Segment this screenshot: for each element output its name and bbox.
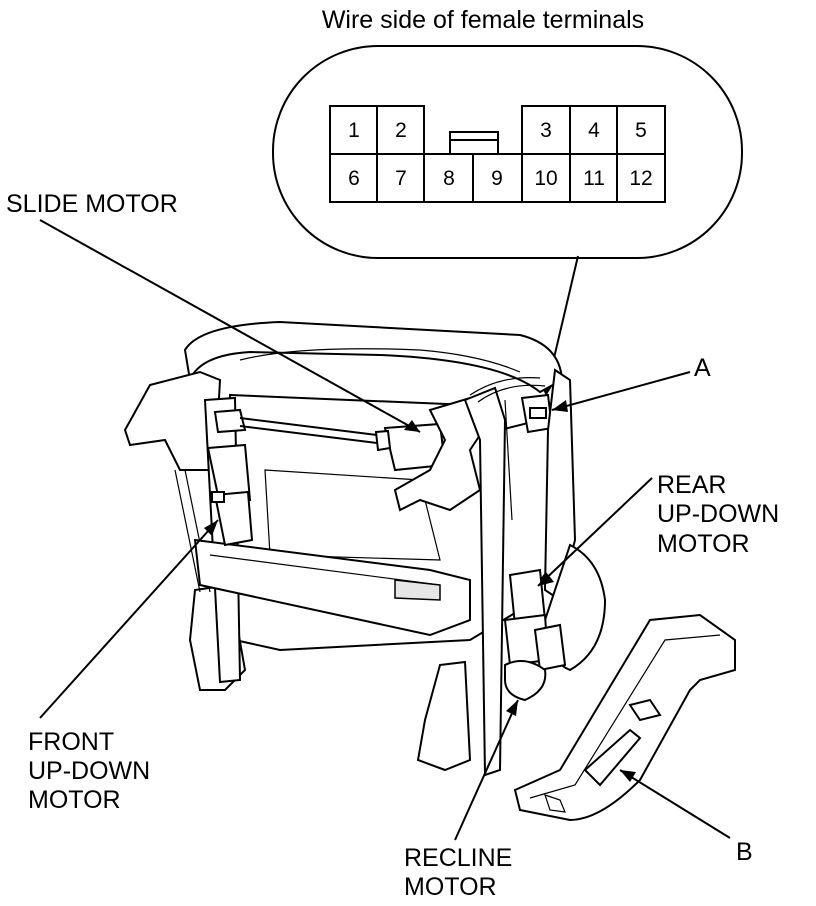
label-recline-line2: MOTOR xyxy=(404,873,497,901)
pin-1: 1 xyxy=(348,119,360,142)
label-front-line3: MOTOR xyxy=(28,786,121,814)
leader-recline-motor xyxy=(454,699,519,841)
arrowhead-a xyxy=(552,400,568,412)
label-a: A xyxy=(694,354,711,382)
arrowhead-rear-motor xyxy=(538,572,554,586)
pin-6: 6 xyxy=(348,167,360,190)
arrowhead-b xyxy=(620,770,636,782)
leader-b xyxy=(619,769,731,839)
pin-7: 7 xyxy=(395,167,407,190)
label-rear-line3: MOTOR xyxy=(657,530,750,558)
pin-3: 3 xyxy=(540,119,552,142)
connector-callout-bubble xyxy=(272,45,743,259)
pin-10: 10 xyxy=(534,167,557,190)
seat-illustration xyxy=(123,320,736,822)
connector-title: Wire side of female terminals xyxy=(322,6,644,34)
pin-4: 4 xyxy=(588,119,600,142)
label-rear-line2: UP-DOWN xyxy=(657,500,779,528)
leader-slide-motor xyxy=(39,219,421,433)
pin-12: 12 xyxy=(629,167,652,190)
pin-8: 8 xyxy=(443,167,455,190)
arrowhead-front-motor xyxy=(204,520,218,536)
pin-9: 9 xyxy=(491,167,503,190)
leader-a xyxy=(551,371,691,411)
label-front-line1: FRONT xyxy=(28,728,114,756)
label-rear-line1: REAR xyxy=(657,471,726,499)
leader-front-motor xyxy=(39,519,219,719)
pin-5: 5 xyxy=(635,119,647,142)
leader-rear-motor xyxy=(537,477,653,587)
label-slide-motor: SLIDE MOTOR xyxy=(6,190,178,218)
arrowhead-recline-motor xyxy=(506,700,518,716)
connector-face xyxy=(329,105,666,203)
label-recline-line1: RECLINE xyxy=(404,844,512,872)
arrowhead-slide-motor xyxy=(404,420,420,432)
label-b: B xyxy=(736,838,753,866)
label-front-line2: UP-DOWN xyxy=(28,757,150,785)
pin-11: 11 xyxy=(583,167,605,190)
pin-2: 2 xyxy=(395,119,407,142)
